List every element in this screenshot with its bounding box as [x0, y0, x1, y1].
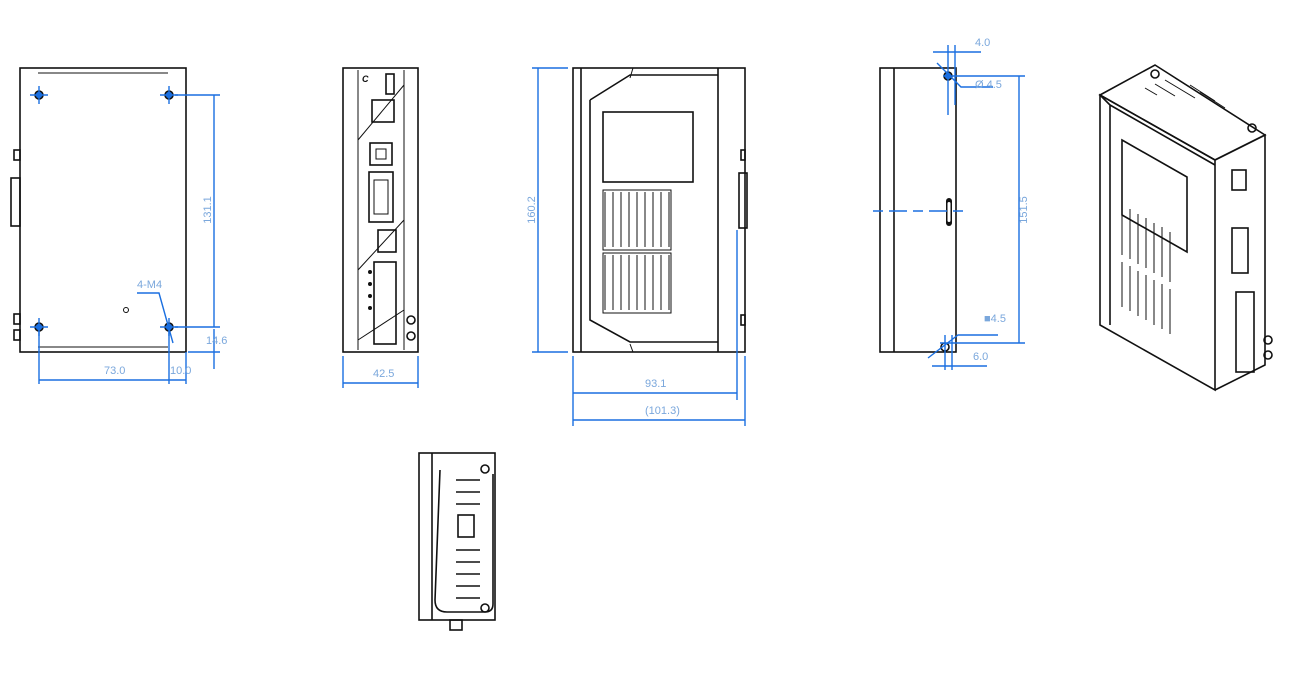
dim-hole-diameter: Ø 4.5 [975, 79, 1002, 91]
mount-view: 4.0 Ø 4.5 151.5 ■4.5 6.0 [873, 37, 1030, 370]
side-view: 160.2 93.1 (101.3) [526, 67, 748, 426]
dim-slot-offset: 6.0 [973, 351, 988, 363]
mounting-holes [30, 86, 178, 336]
dim-thread-note: 4-M4 [137, 279, 162, 291]
front-view: C 42.5 [342, 67, 419, 388]
dim-edge-offset: 10.0 [170, 365, 191, 377]
dim-bottom-offset: 14.6 [206, 335, 227, 347]
dim-hole-offset: 4.0 [975, 37, 990, 49]
dim-side-height: 160.2 [526, 196, 538, 224]
dim-slot-size: ■4.5 [984, 313, 1006, 325]
bottom-view [418, 452, 496, 631]
dim-hole-spacing: 73.0 [104, 365, 125, 377]
dim-side-overall-depth: (101.3) [645, 405, 680, 417]
vent-slots [602, 189, 672, 314]
svg-text:C: C [362, 74, 369, 84]
isometric-view [1098, 64, 1273, 392]
dim-mount-hole-spacing: 151.5 [1018, 196, 1030, 224]
dim-height-holes: 131.1 [202, 196, 214, 224]
rear-view: 4-M4 131.1 14.6 73.0 10.0 [10, 67, 227, 384]
dim-side-depth: 93.1 [645, 378, 666, 390]
dim-front-width: 42.5 [373, 368, 394, 380]
